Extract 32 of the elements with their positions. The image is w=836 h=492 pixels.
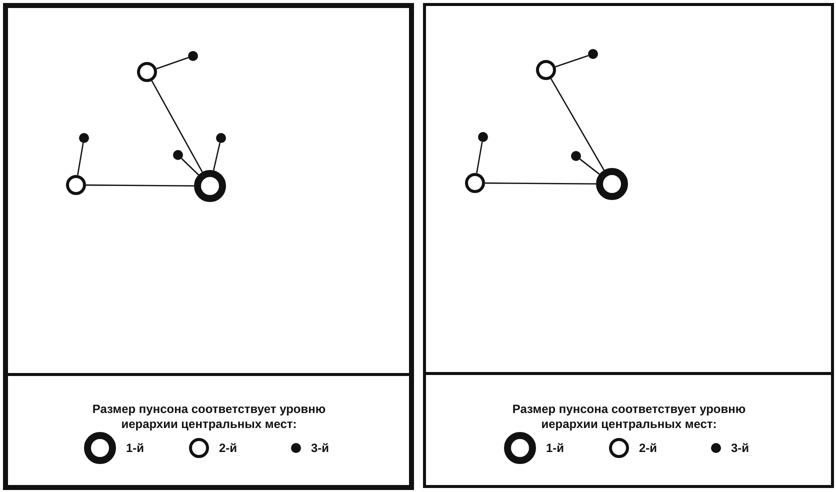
connector-line: [77, 142, 84, 176]
connector-line: [555, 55, 588, 68]
dot-marker: [571, 151, 581, 161]
legend-text: 3-й: [731, 441, 750, 455]
dot-marker: [588, 49, 598, 59]
connector-line: [181, 158, 199, 176]
legend-text: 1-й: [126, 441, 144, 455]
large-ring-marker: [194, 170, 226, 202]
legend-text: 3-й: [311, 441, 330, 455]
connector-line: [485, 182, 596, 185]
dot-marker: [478, 132, 488, 142]
dot-marker: [216, 133, 226, 143]
connector-line: [212, 142, 221, 171]
legend-text: 1-й: [546, 441, 564, 455]
legend-text: 2-й: [219, 441, 238, 455]
ring-marker: [66, 175, 86, 195]
ring-marker: [137, 62, 157, 82]
connector-line: [580, 158, 600, 175]
connector-line: [86, 184, 194, 187]
dot-marker: [188, 51, 198, 61]
connector-line: [156, 57, 188, 70]
legend-text: 2-й: [639, 441, 658, 455]
ring-marker: [536, 60, 556, 80]
legend-heading: Размер пунсона соответствует уровню иерархии центральных мест:: [511, 402, 747, 432]
connector-line: [550, 78, 605, 170]
legend-heading: Размер пунсона соответствует уровню иерархии центральных мест:: [91, 402, 327, 432]
connector-line: [151, 80, 203, 172]
connector-line: [476, 142, 483, 174]
dot-marker: [79, 133, 89, 143]
dot-marker: [173, 150, 183, 160]
large-ring-marker: [596, 168, 628, 200]
ring-marker: [465, 173, 485, 193]
